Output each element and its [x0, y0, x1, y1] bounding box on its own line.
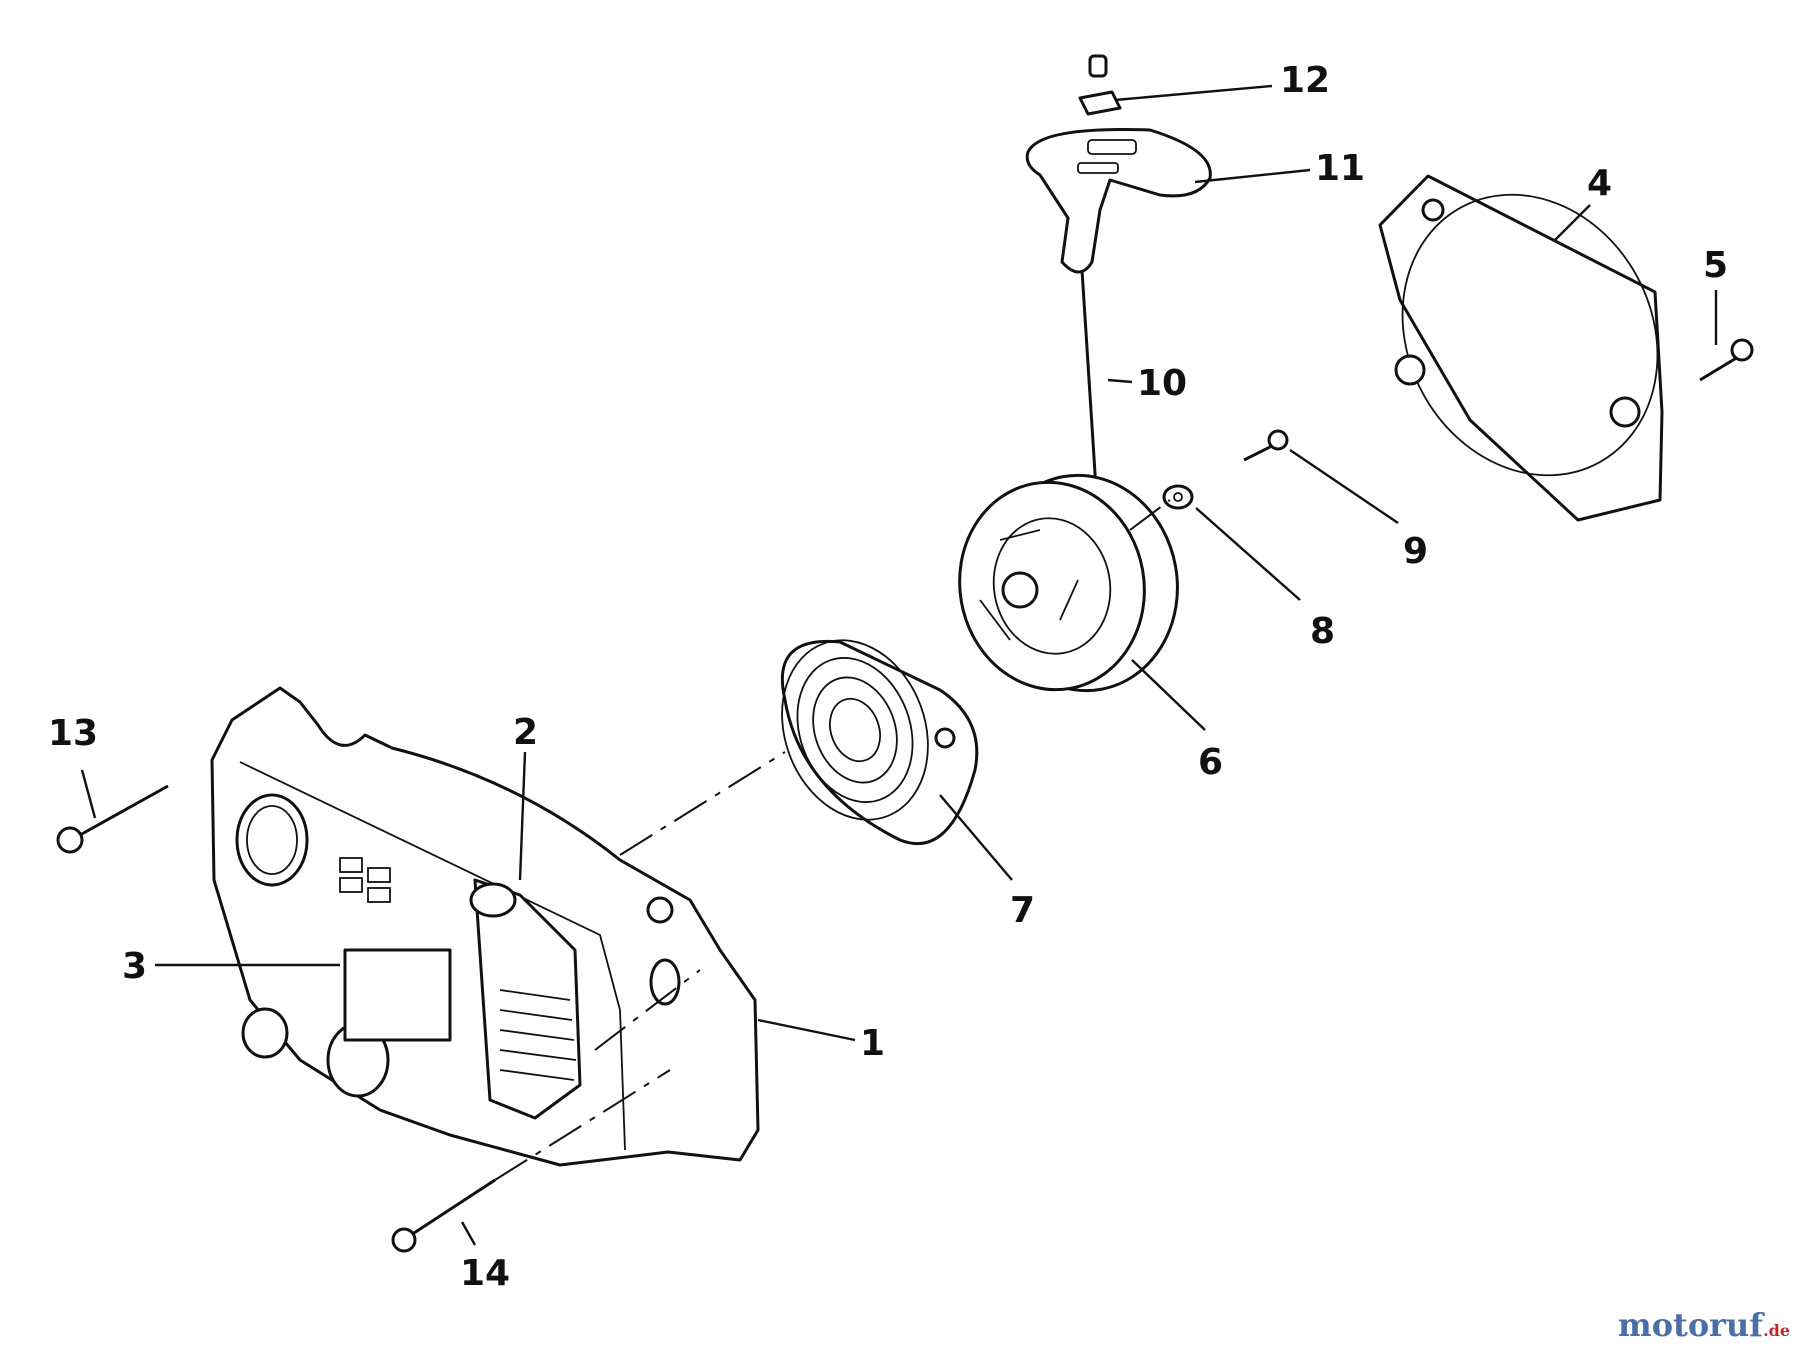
watermark: motoruf.de	[1618, 1306, 1790, 1344]
callout-11: 11	[1315, 148, 1365, 189]
callout-6: 6	[1198, 742, 1223, 783]
callout-5: 5	[1703, 245, 1728, 286]
callout-labels: 12 11 4 5 10 9 8 6 7 2 3 1 13 14	[48, 60, 1728, 1294]
starter-housing-part-1	[210, 686, 760, 1167]
callout-12: 12	[1280, 60, 1330, 101]
rope-clip-part-12	[1078, 54, 1122, 116]
callout-13: 13	[48, 713, 98, 754]
screw-part-13	[56, 784, 169, 854]
recoil-spring-part-7	[780, 639, 979, 846]
callout-3: 3	[122, 946, 147, 987]
callout-2: 2	[513, 712, 538, 753]
starter-handle-part-11	[1025, 128, 1212, 274]
watermark-suffix: .de	[1763, 1321, 1790, 1340]
leader-lines	[80, 84, 1718, 1246]
screw-part-5	[1699, 338, 1754, 382]
callout-8: 8	[1310, 611, 1335, 652]
callout-4: 4	[1587, 163, 1612, 204]
washer-part-8	[1162, 484, 1194, 510]
callout-7: 7	[1010, 890, 1035, 931]
callout-14: 14	[460, 1253, 510, 1294]
screw-part-9	[1243, 429, 1289, 462]
assembly-lines	[494, 499, 1171, 1181]
callout-9: 9	[1403, 531, 1428, 572]
callout-1: 1	[860, 1023, 885, 1064]
callout-10: 10	[1137, 363, 1187, 404]
cover-plate-part	[1378, 174, 1664, 522]
watermark-main: motoruf	[1617, 1306, 1764, 1344]
rope-pulley-part-6	[958, 473, 1179, 693]
screw-part-14	[391, 1178, 496, 1253]
